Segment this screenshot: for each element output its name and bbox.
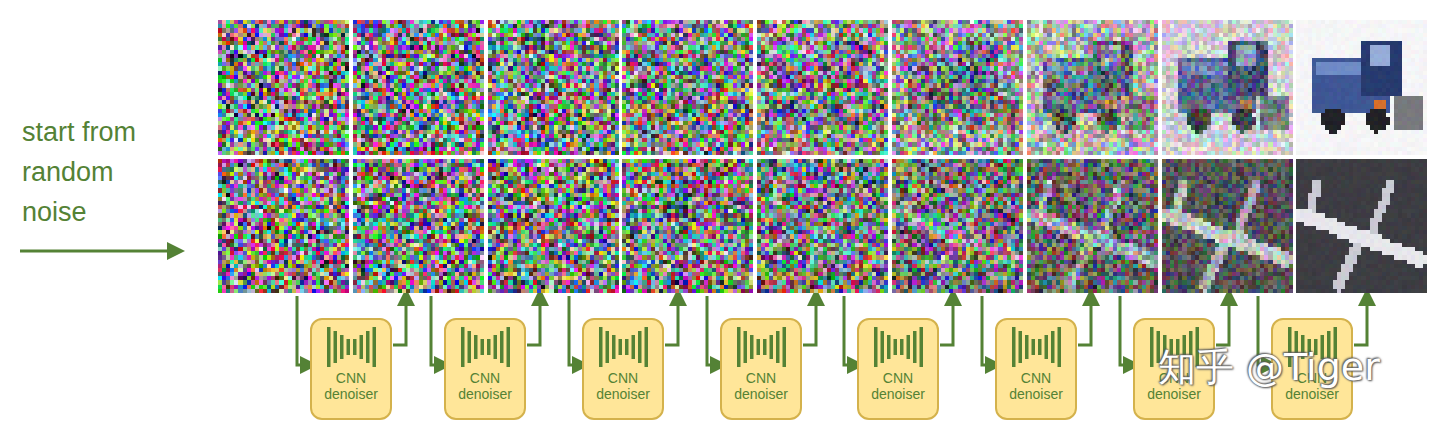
noisy-image bbox=[1027, 20, 1158, 155]
noisy-image bbox=[892, 20, 1023, 155]
box-label: CNN denoiser bbox=[864, 370, 932, 402]
unet-icon bbox=[457, 324, 513, 370]
noisy-image bbox=[1296, 20, 1427, 155]
input-caption: start from random noise bbox=[22, 112, 177, 232]
noisy-image bbox=[622, 159, 753, 293]
noisy-image bbox=[488, 20, 619, 155]
denoiser-box: CNN denoiser bbox=[444, 318, 526, 420]
unet-icon bbox=[733, 324, 789, 370]
noisy-image bbox=[1162, 20, 1293, 155]
noisy-image bbox=[218, 20, 349, 155]
box-label: CNN denoiser bbox=[589, 370, 657, 402]
watermark: 知乎 @Tiger bbox=[1158, 344, 1428, 390]
box-label: CNN denoiser bbox=[1002, 370, 1070, 402]
noisy-image bbox=[892, 159, 1023, 293]
noisy-image bbox=[353, 159, 484, 293]
unet-icon bbox=[1008, 324, 1064, 370]
denoiser-box: CNN denoiser bbox=[857, 318, 939, 420]
input-arrow bbox=[20, 250, 170, 253]
unet-icon bbox=[323, 324, 379, 370]
noisy-image bbox=[1162, 159, 1293, 293]
box-label: CNN denoiser bbox=[451, 370, 519, 402]
denoiser-box: CNN denoiser bbox=[310, 318, 392, 420]
denoiser-box: CNN denoiser bbox=[582, 318, 664, 420]
box-label: CNN denoiser bbox=[317, 370, 385, 402]
noisy-image bbox=[757, 159, 888, 293]
noisy-image bbox=[1296, 159, 1427, 293]
noisy-image bbox=[1027, 159, 1158, 293]
unet-icon bbox=[595, 324, 651, 370]
noisy-image bbox=[218, 159, 349, 293]
noisy-image bbox=[353, 20, 484, 155]
box-label: CNN denoiser bbox=[727, 370, 795, 402]
noisy-image bbox=[757, 20, 888, 155]
noisy-image bbox=[622, 20, 753, 155]
noisy-image bbox=[488, 159, 619, 293]
denoiser-box: CNN denoiser bbox=[995, 318, 1077, 420]
denoiser-box: CNN denoiser bbox=[720, 318, 802, 420]
unet-icon bbox=[870, 324, 926, 370]
